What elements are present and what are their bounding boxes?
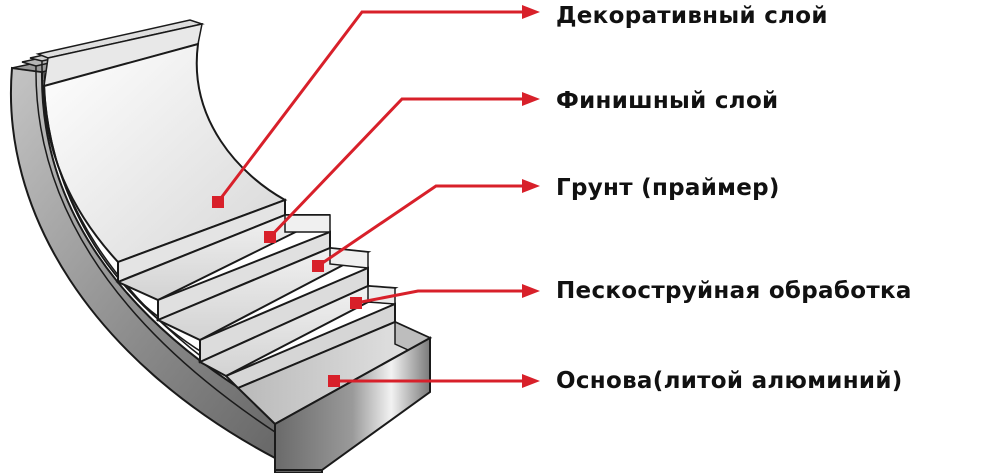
label-decorative-layer: Декоративный слой <box>556 3 828 29</box>
label-primer-layer: Грунт (праймер) <box>556 175 780 201</box>
leader-finish <box>264 92 540 243</box>
label-base-layer: Основа(литой алюминий) <box>556 368 903 394</box>
leader-base <box>328 374 540 388</box>
label-sandblast-layer: Пескоструйная обработка <box>556 278 912 304</box>
step-finish-wall <box>284 214 331 233</box>
strata-line-1 <box>35 65 301 449</box>
leader-sandblast <box>350 284 540 309</box>
strata-line-4 <box>43 79 161 319</box>
step-base-front <box>274 336 431 471</box>
leader-primer <box>312 179 540 272</box>
leader-decorative <box>212 5 540 208</box>
step-primer-wall <box>329 247 369 269</box>
label-finish-layer: Финишный слой <box>556 88 779 114</box>
